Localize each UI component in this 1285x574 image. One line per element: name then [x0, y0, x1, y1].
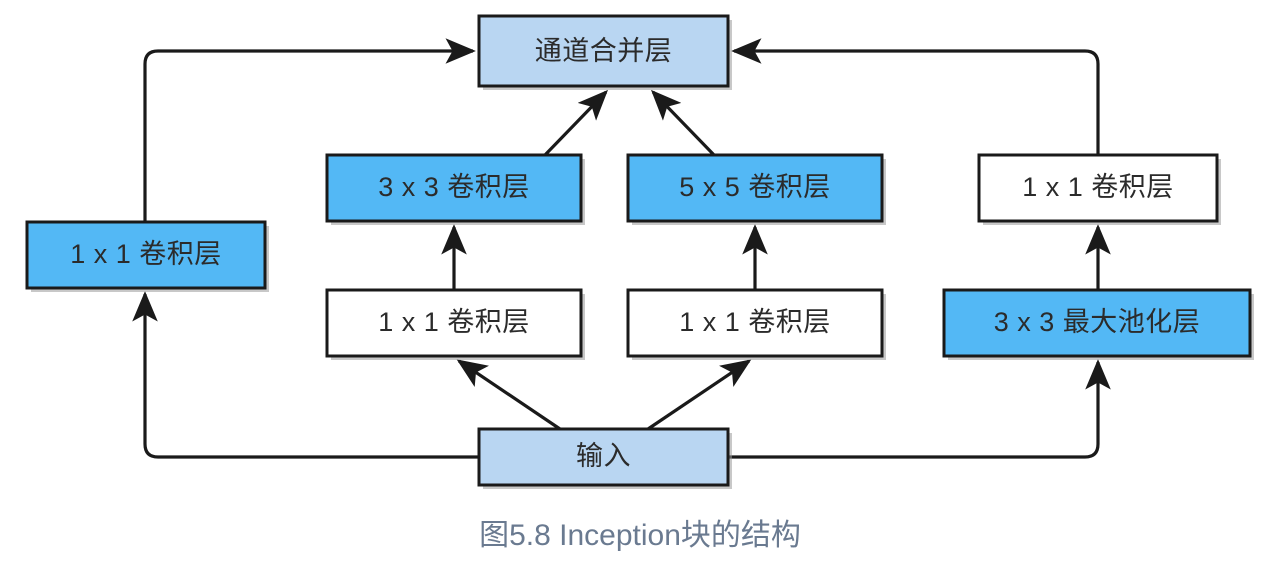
node-conv3x3-box [325, 153, 583, 223]
node-mid-left-conv1x1[interactable]: 1 x 1 卷积层 [325, 288, 585, 360]
edge-right-conv-to-concat [731, 38, 1100, 155]
node-conv5x5[interactable]: 5 x 5 卷积层 [626, 153, 886, 225]
node-conv3x3[interactable]: 3 x 3 卷积层 [325, 153, 585, 225]
node-mid-right-conv1x1[interactable]: 1 x 1 卷积层 [626, 288, 886, 360]
edge-conv5x5-to-concat [650, 89, 716, 157]
node-concat-layer[interactable]: 通道合并层 [477, 14, 732, 90]
node-mid-left-conv1x1-box [325, 288, 583, 358]
node-left-conv1x1-label: 1 x 1 卷积层 [70, 239, 222, 269]
node-input-box [477, 427, 730, 487]
node-mid-right-conv1x1-label: 1 x 1 卷积层 [679, 307, 831, 337]
edge-input-to-left-conv [132, 291, 479, 459]
edge-input-to-maxpool [728, 359, 1111, 459]
node-mid-left-conv1x1-label: 1 x 1 卷积层 [378, 307, 530, 337]
node-conv5x5-label: 5 x 5 卷积层 [679, 172, 831, 202]
node-conv3x3-label: 3 x 3 卷积层 [378, 172, 530, 202]
edge-left-conv-to-concat [143, 38, 476, 222]
node-input-label: 输入 [576, 441, 631, 471]
edge-input-to-mid-right-conv [647, 359, 752, 431]
node-right-conv1x1-top-label: 1 x 1 卷积层 [1022, 172, 1174, 202]
edge-layer [132, 38, 1111, 459]
node-maxpool3x3[interactable]: 3 x 3 最大池化层 [942, 288, 1254, 360]
node-maxpool3x3-label: 3 x 3 最大池化层 [994, 307, 1201, 337]
node-conv5x5-box [626, 153, 884, 223]
node-right-conv1x1-top-box [977, 153, 1219, 223]
node-left-conv1x1-box [25, 220, 267, 290]
node-right-conv1x1-top[interactable]: 1 x 1 卷积层 [977, 153, 1221, 225]
node-maxpool3x3-box [942, 288, 1252, 358]
node-layer: 通道合并层 1 x 1 卷积层 3 x 3 卷积层 5 x 5 卷积层 [25, 14, 1254, 489]
node-left-conv1x1[interactable]: 1 x 1 卷积层 [25, 220, 269, 292]
node-input[interactable]: 输入 [477, 427, 732, 489]
node-concat-layer-label: 通道合并层 [535, 36, 673, 66]
edge-conv3x3-to-concat [543, 89, 609, 157]
edge-input-to-mid-left-conv [456, 359, 561, 431]
figure-caption: 图5.8 Inception块的结构 [479, 519, 801, 552]
node-mid-right-conv1x1-box [626, 288, 884, 358]
node-concat-layer-box [477, 14, 730, 88]
